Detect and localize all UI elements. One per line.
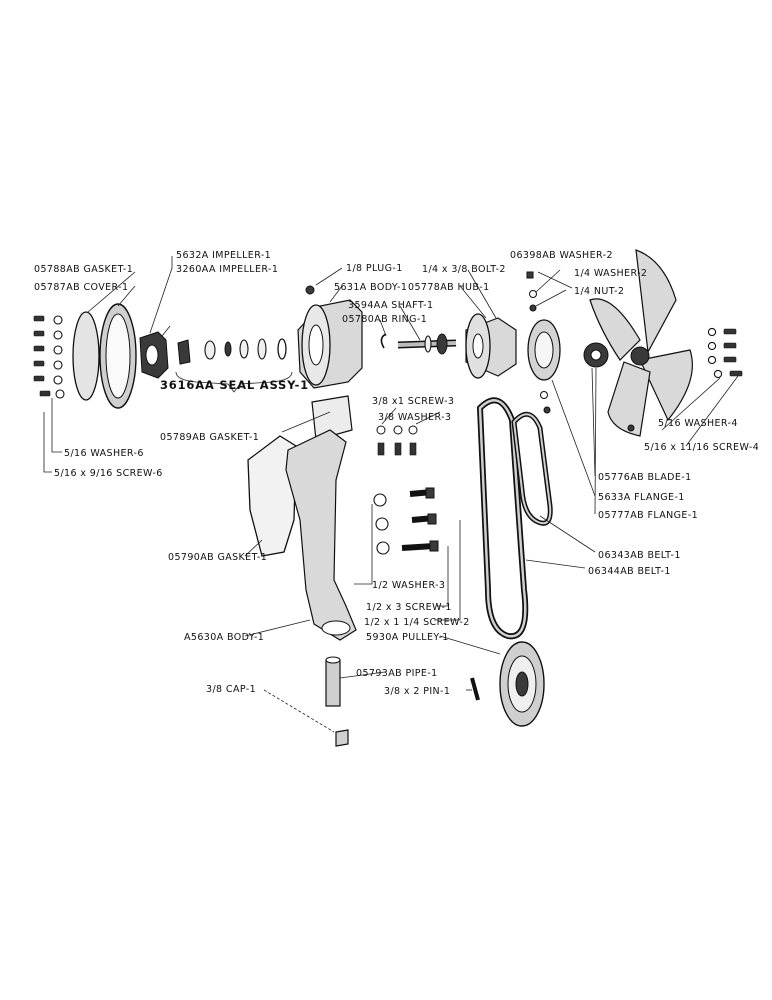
leader-lines (43, 256, 739, 733)
label-screw-half-114: 1/2 x 1 1/4 SCREW-2 (364, 617, 470, 628)
label-gasket-05789ab: 05789AB GASKET-1 (160, 432, 259, 443)
label-pipe-05793ab: 05793AB PIPE-1 (356, 668, 438, 679)
pulley-5930a (499, 641, 545, 727)
label-gasket-05790ab: 05790AB GASKET-1 (168, 552, 267, 563)
seal-assy-bracket (175, 371, 293, 393)
label-washer-half: 1/2 WASHER-3 (372, 580, 445, 591)
label-cover-05787ab: 05787AB COVER-1 (34, 282, 128, 293)
screws-3-group (376, 425, 418, 456)
screws-half-group (401, 487, 439, 552)
label-cap: 3/8 CAP-1 (206, 684, 256, 695)
seal-assembly (177, 338, 287, 365)
pin (470, 677, 480, 701)
label-impeller-3260aa: 3260AA IMPELLER-1 (176, 264, 278, 275)
label-washer-4: 5/16 WASHER-4 (658, 418, 738, 429)
labels: 05788AB GASKET-1 05787AB COVER-1 5632A I… (34, 250, 759, 697)
cover-05787ab (99, 303, 137, 409)
label-washer-6: 5/16 WASHER-6 (64, 448, 144, 459)
label-seal-assy: 3616AA SEAL ASSY-1 (160, 378, 309, 392)
body-a5630a (285, 429, 357, 641)
label-screw-3: 3/8 x1 SCREW-3 (372, 396, 454, 407)
flange-05777ab (583, 342, 609, 368)
gasket-05790ab (247, 435, 297, 557)
pipe-05793ab (325, 656, 341, 707)
label-pin: 3/8 x 2 PIN-1 (384, 686, 450, 697)
label-gasket-05788ab: 05788AB GASKET-1 (34, 264, 133, 275)
shaft-3594aa (397, 333, 457, 355)
cap (335, 729, 349, 747)
label-flange-5633a: 5633A FLANGE-1 (598, 492, 685, 503)
gasket-05789ab (311, 395, 353, 441)
hub-05778ab (465, 313, 517, 379)
label-screw-6: 5/16 x 9/16 SCREW-6 (54, 468, 163, 479)
washers-half-group (373, 493, 390, 555)
label-ring-05780ab: 05780AB RING-1 (342, 314, 427, 325)
label-washer-06398ab: 06398AB WASHER-2 (510, 250, 613, 261)
label-pulley-5930a: 5930A PULLEY-1 (366, 632, 449, 643)
bolts-washers-small (526, 271, 551, 414)
impeller (139, 331, 169, 379)
label-screw-half-3: 1/2 x 3 SCREW-1 (366, 602, 452, 613)
screws-4-group (707, 327, 743, 379)
gasket-05788ab (72, 311, 100, 401)
label-body-a5630a: A5630A BODY-1 (184, 632, 264, 643)
label-impeller-5632a: 5632A IMPELLER-1 (176, 250, 271, 261)
label-belt-06343ab: 06343AB BELT-1 (598, 550, 681, 561)
label-plug: 1/8 PLUG-1 (346, 263, 403, 274)
flange-5633a (527, 319, 561, 381)
label-body-5631a: 5631A BODY-1 (334, 282, 407, 293)
label-washer-3-top: 3/8 WASHER-3 (378, 412, 451, 423)
belt-06344ab (476, 397, 529, 640)
fan-blade-05776ab (589, 249, 693, 437)
label-screw-4: 5/16 x 11/16 SCREW-4 (644, 442, 759, 453)
label-bolt-2: 1/4 x 3/8 BOLT-2 (422, 264, 506, 275)
ring-05780ab (380, 333, 387, 349)
label-belt-06344ab: 06344AB BELT-1 (588, 566, 671, 577)
label-flange-05777ab: 05777AB FLANGE-1 (598, 510, 698, 521)
label-blade-05776ab: 05776AB BLADE-1 (598, 472, 692, 483)
label-shaft-3594aa: 3594AA SHAFT-1 (348, 300, 433, 311)
label-nut-2: 1/4 NUT-2 (574, 286, 624, 297)
screws-6-group (33, 315, 65, 399)
label-hub-05778ab: 05778AB HUB-1 (408, 282, 490, 293)
pump-body-5631a (297, 285, 363, 389)
label-washer-quarter: 1/4 WASHER-2 (574, 268, 647, 279)
